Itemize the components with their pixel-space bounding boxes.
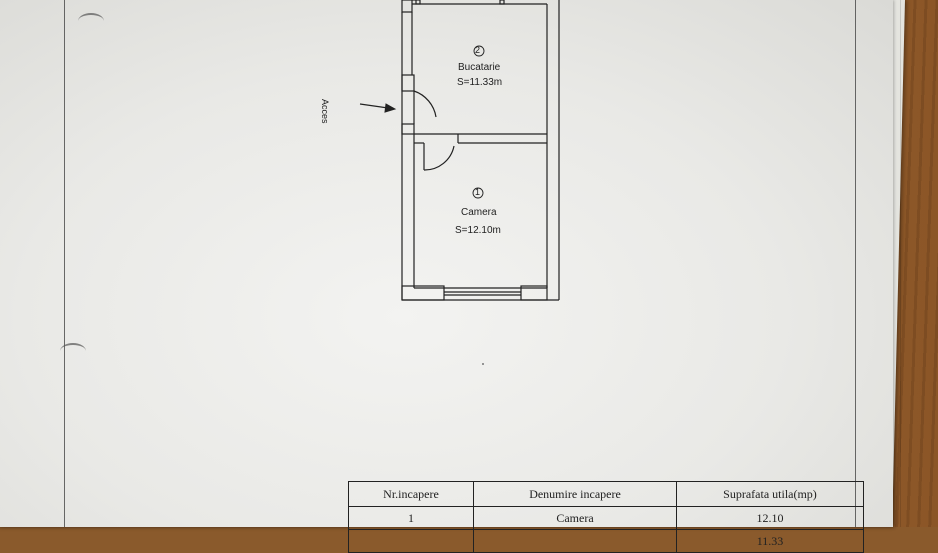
sheet-edge bbox=[900, 0, 901, 527]
punch-hole-mark bbox=[60, 343, 86, 359]
wall-pier bbox=[401, 123, 415, 135]
table-row: 1 Camera 12.10 bbox=[348, 506, 864, 530]
table-header-cell: Suprafata utila(mp) bbox=[676, 481, 864, 507]
room-number-circle bbox=[472, 187, 484, 199]
wall-pier bbox=[401, 285, 445, 301]
interior-door-arc bbox=[423, 145, 455, 171]
wall-pier bbox=[401, 74, 415, 92]
margin-line bbox=[64, 0, 65, 527]
paper-sheet: 2 Bucatarie S=11.33m 1 Camera S=12.10m A… bbox=[0, 0, 893, 553]
table-cell bbox=[473, 529, 677, 553]
room-name-kitchen: Bucatarie bbox=[458, 62, 501, 73]
wall-segment bbox=[401, 0, 413, 13]
room-number: 2 bbox=[475, 45, 481, 55]
table-header-row: Nr.incapere Denumire incapere Suprafata … bbox=[348, 481, 864, 507]
access-arrow bbox=[359, 103, 397, 113]
room-number: 1 bbox=[475, 187, 481, 197]
punch-hole-mark bbox=[78, 13, 104, 29]
room-number-circle bbox=[473, 45, 485, 57]
room-name-camera: Camera bbox=[461, 207, 497, 218]
room-area-kitchen: S=11.33m bbox=[457, 77, 503, 88]
table-header-cell: Nr.incapere bbox=[348, 481, 474, 507]
table-cell: 11.33 bbox=[676, 529, 864, 553]
paper-speck bbox=[482, 363, 484, 365]
frame-right-line bbox=[855, 0, 856, 527]
entrance-door-arc bbox=[413, 90, 437, 118]
table-cell bbox=[348, 529, 474, 553]
table-cell: Camera bbox=[473, 506, 677, 530]
floor-plan-drawing bbox=[359, 0, 560, 301]
wall-pier bbox=[520, 285, 548, 301]
table-row: 11.33 bbox=[348, 529, 864, 553]
room-area-camera: S=12.10m bbox=[455, 225, 501, 236]
table-header-cell: Denumire incapere bbox=[473, 481, 677, 507]
